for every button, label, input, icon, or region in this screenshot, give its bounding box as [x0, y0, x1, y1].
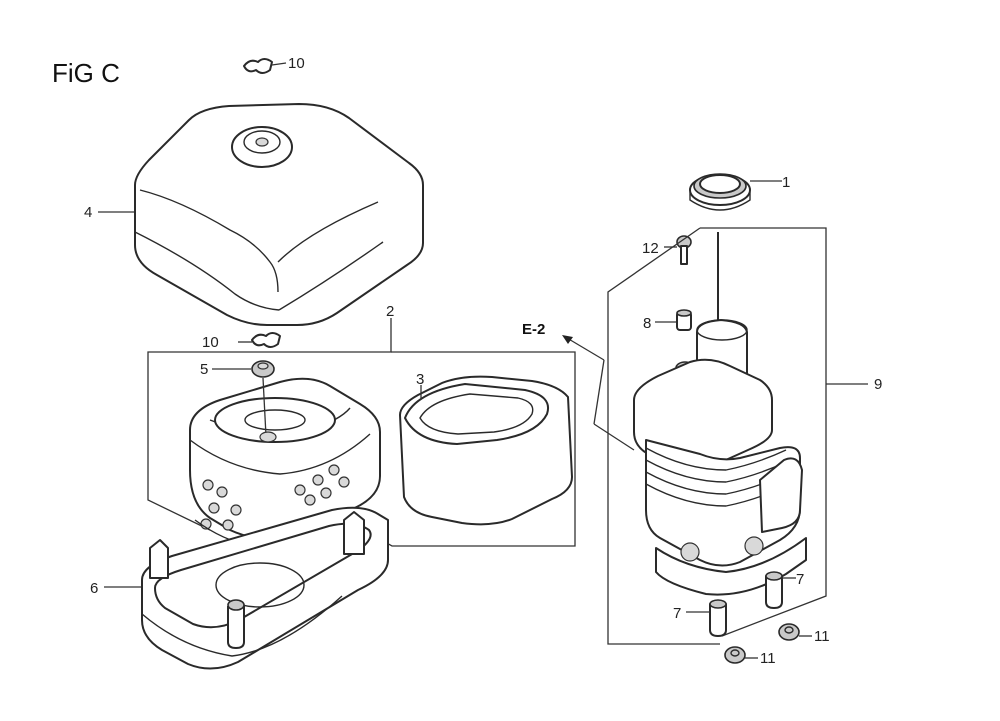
- air-cleaner-cover: [98, 103, 424, 326]
- gasket-ring: [689, 173, 782, 211]
- label-part-4: 4: [84, 204, 92, 221]
- figure-title: FiG C: [52, 58, 120, 88]
- label-part-10-top: 10: [288, 55, 305, 72]
- assembly-bracket-9: [607, 227, 868, 645]
- label-part-12: 12: [642, 240, 659, 257]
- label-part-11-right: 11: [814, 628, 830, 645]
- collar: [655, 309, 692, 331]
- air-cleaner-base: [104, 506, 389, 670]
- label-part-3: 3: [416, 371, 424, 388]
- label-part-10-lower: 10: [202, 334, 219, 351]
- reference-label-e2: E-2: [522, 321, 545, 338]
- label-part-11-left: 11: [760, 650, 776, 667]
- air-filter-element: [189, 377, 381, 551]
- hex-nut-right: [778, 623, 812, 641]
- bolt: [664, 235, 692, 265]
- wing-nut-top: [243, 58, 287, 74]
- label-part-2: 2: [386, 303, 394, 320]
- label-part-9: 9: [874, 376, 882, 393]
- label-part-5: 5: [200, 361, 208, 378]
- wing-nut-lower: [238, 332, 281, 348]
- seal-nut: [212, 360, 275, 378]
- foam-element: [399, 375, 573, 526]
- hex-nut-left: [724, 646, 758, 664]
- dowel-pin-left: [686, 599, 727, 637]
- dowel-pin-right: [765, 571, 796, 609]
- label-part-6: 6: [90, 580, 98, 597]
- label-part-7-left: 7: [673, 605, 681, 622]
- intake-elbow-housing: [562, 232, 807, 596]
- label-part-7-right: 7: [796, 571, 804, 588]
- label-part-1: 1: [782, 174, 790, 191]
- label-part-8: 8: [643, 315, 651, 332]
- part-labels: 1 2 3 4 5 6 7 7 8 9 10 10 11 11 12 E-2: [84, 55, 882, 667]
